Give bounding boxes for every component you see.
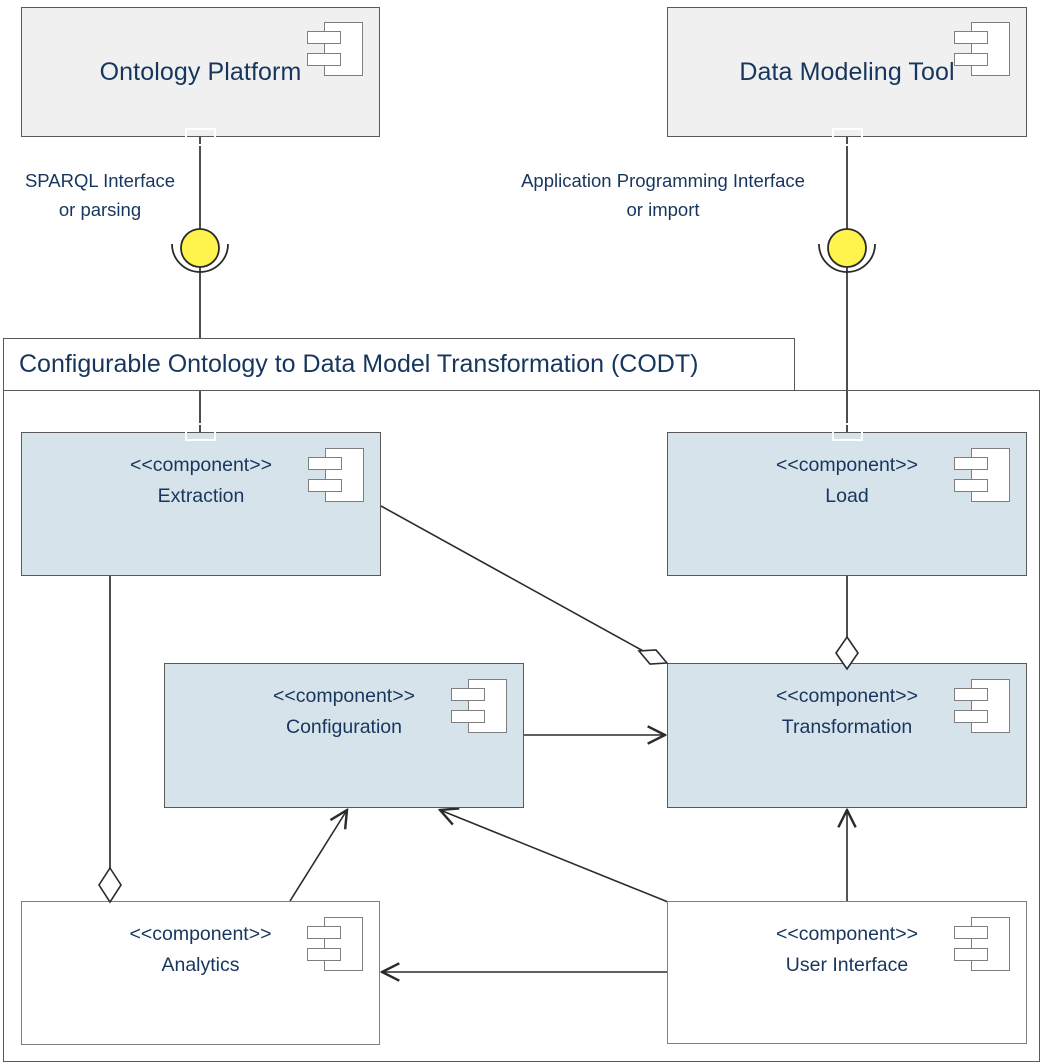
port-extraction[interactable] bbox=[185, 423, 216, 441]
interface-label-sparql-line1: SPARQL Interface bbox=[24, 170, 176, 191]
component-icon bbox=[954, 917, 1010, 971]
component-configuration[interactable]: <<component>> Configuration bbox=[164, 663, 524, 808]
external-system-ontology-platform[interactable]: Ontology Platform bbox=[21, 7, 380, 137]
component-transformation[interactable]: <<component>> Transformation bbox=[667, 663, 1027, 808]
component-icon bbox=[307, 917, 363, 971]
interface-label-api-line2: or import bbox=[626, 199, 700, 220]
analytics-stereotype: <<component>> bbox=[129, 923, 272, 945]
package-header-codt[interactable]: Configurable Ontology to Data Model Tran… bbox=[3, 338, 795, 391]
port-ontology-platform[interactable] bbox=[185, 128, 216, 146]
load-name: Load bbox=[825, 485, 869, 507]
extraction-stereotype: <<component>> bbox=[129, 454, 273, 476]
external-system-data-modeling-tool[interactable]: Data Modeling Tool bbox=[667, 7, 1027, 137]
interface-label-api-line1: Application Programming Interface bbox=[521, 170, 805, 191]
edge-analytics-configuration bbox=[289, 810, 347, 902]
analytics-name: Analytics bbox=[161, 954, 240, 976]
data-modeling-tool-title: Data Modeling Tool bbox=[739, 58, 955, 86]
configuration-name: Configuration bbox=[286, 716, 402, 738]
port-load[interactable] bbox=[832, 423, 863, 441]
component-icon bbox=[954, 22, 1010, 76]
component-icon bbox=[308, 448, 364, 502]
component-icon bbox=[954, 448, 1010, 502]
component-icon bbox=[307, 22, 363, 76]
component-analytics[interactable]: <<component>> Analytics bbox=[21, 901, 380, 1045]
component-user-interface[interactable]: <<component>> User Interface bbox=[667, 901, 1027, 1044]
configuration-stereotype: <<component>> bbox=[272, 685, 416, 707]
edge-ui-configuration bbox=[440, 810, 669, 903]
transformation-name: Transformation bbox=[781, 716, 913, 738]
user-interface-stereotype: <<component>> bbox=[775, 923, 919, 945]
interface-label-sparql-line2: or parsing bbox=[58, 199, 142, 220]
component-icon bbox=[954, 679, 1010, 733]
component-extraction[interactable]: <<component>> Extraction bbox=[21, 432, 381, 576]
transformation-stereotype: <<component>> bbox=[775, 685, 919, 707]
interface-label-sparql: SPARQL Interface or parsing bbox=[10, 166, 190, 224]
component-load[interactable]: <<component>> Load bbox=[667, 432, 1027, 576]
load-stereotype: <<component>> bbox=[775, 454, 919, 476]
edge-extraction-transformation bbox=[380, 505, 646, 653]
interface-label-api: Application Programming Interface or imp… bbox=[490, 166, 836, 224]
port-data-modeling-tool[interactable] bbox=[832, 128, 863, 146]
extraction-name: Extraction bbox=[157, 485, 245, 507]
user-interface-name: User Interface bbox=[785, 954, 909, 976]
ontology-platform-title: Ontology Platform bbox=[99, 58, 302, 86]
package-title: Configurable Ontology to Data Model Tran… bbox=[19, 350, 699, 378]
package-body-codt bbox=[3, 390, 1040, 1062]
component-icon bbox=[451, 679, 507, 733]
